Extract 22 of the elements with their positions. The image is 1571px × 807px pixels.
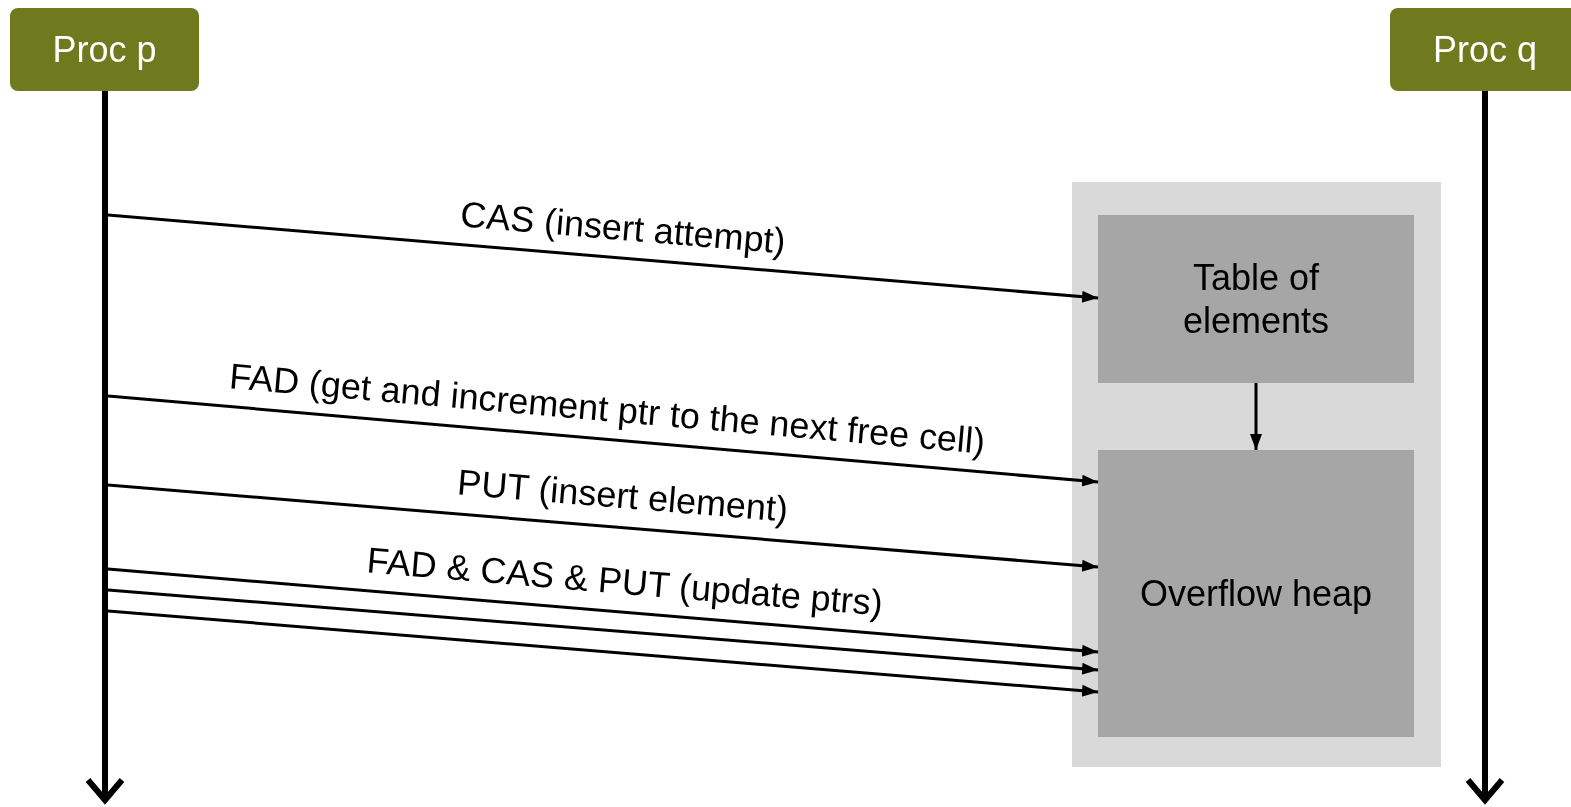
message-arrow xyxy=(107,394,1099,487)
message-arrow xyxy=(107,483,1099,572)
heap-box xyxy=(1098,450,1414,737)
message-arrow xyxy=(107,213,1099,303)
node-label: Overflow heap xyxy=(1139,571,1373,616)
edge-label: CAS (insert attempt) xyxy=(459,196,788,260)
node-label: Table of elements xyxy=(1181,255,1331,343)
edge-label: PUT (insert element) xyxy=(455,464,789,528)
proc-box xyxy=(1390,8,1571,91)
edge-label: FAD (get and increment ptr to the next free cell) xyxy=(227,358,987,460)
region-panel xyxy=(1072,182,1441,767)
node-label: Proc q xyxy=(1432,27,1537,72)
lifeline-arrow xyxy=(85,91,125,803)
message-arrow xyxy=(107,567,1099,657)
edge-label: FAD & CAS & PUT (update ptrs) xyxy=(365,542,885,622)
message-arrow xyxy=(107,588,1099,675)
lifeline-arrow xyxy=(1465,91,1505,803)
table-box xyxy=(1098,215,1414,383)
node-label: Proc p xyxy=(52,27,157,72)
message-arrow xyxy=(107,609,1099,697)
proc-box xyxy=(10,8,199,91)
message-arrow xyxy=(1250,383,1262,450)
